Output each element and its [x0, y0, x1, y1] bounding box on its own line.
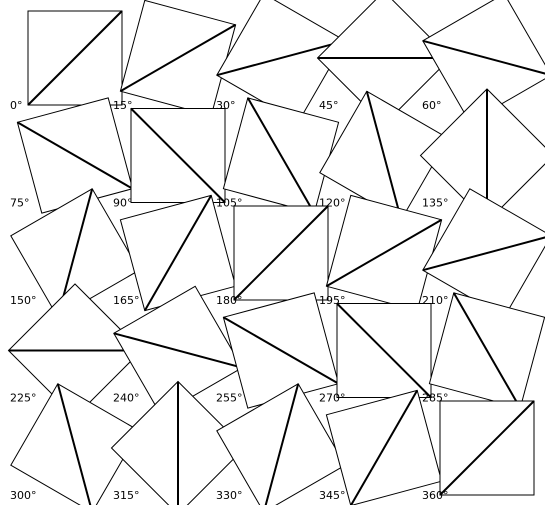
rotated-square-tile — [16, 97, 134, 214]
square-diagonal — [365, 91, 403, 220]
square-diagonal — [222, 316, 340, 385]
angle-label: 195° — [319, 294, 346, 307]
square-diagonal — [119, 23, 237, 93]
rotated-square-tile — [428, 292, 545, 409]
angle-label: 240° — [113, 392, 140, 405]
angle-label: 210° — [422, 294, 449, 307]
square-diagonal — [325, 218, 443, 288]
angle-label: 180° — [216, 294, 243, 307]
angle-label: 270° — [319, 392, 346, 405]
angle-label: 15° — [113, 99, 133, 112]
angle-label: 105° — [216, 197, 243, 210]
angle-label: 285° — [422, 392, 449, 405]
square-diagonal — [264, 383, 300, 505]
square-diagonal — [16, 121, 134, 190]
square-diagonal — [349, 389, 419, 505]
rotated-square-tile — [119, 0, 237, 117]
square-diagonal — [246, 97, 316, 214]
angle-label: 150° — [10, 294, 37, 307]
rotated-square-tile — [325, 194, 443, 312]
angle-label: 300° — [10, 489, 37, 502]
rotated-square-tile — [325, 389, 443, 505]
square-diagonal — [422, 39, 545, 75]
rotated-square-tile — [422, 188, 545, 318]
square-diagonal — [452, 292, 522, 409]
angle-label: 360° — [422, 489, 449, 502]
rotated-square-tile — [130, 107, 226, 204]
angle-label: 255° — [216, 392, 243, 405]
angle-label: 45° — [319, 99, 339, 112]
angle-label: 75° — [10, 197, 30, 210]
rotated-square-tile — [10, 383, 140, 505]
rotated-square-tile — [233, 205, 329, 301]
square-diagonal — [336, 302, 432, 399]
angle-label: 135° — [422, 197, 449, 210]
square-diagonal — [56, 383, 92, 505]
square-diagonal — [27, 10, 123, 106]
rotated-square-tile — [27, 10, 123, 106]
square-diagonal — [233, 205, 329, 301]
rotated-square-tile — [222, 292, 340, 409]
angle-label: 225° — [10, 392, 37, 405]
square-diagonal — [422, 236, 545, 272]
rotated-square-tile — [7, 283, 143, 418]
square-outline — [419, 88, 545, 223]
angle-label: 0° — [10, 99, 23, 112]
angle-label: 90° — [113, 197, 133, 210]
angle-label: 30° — [216, 99, 236, 112]
square-diagonal — [130, 107, 226, 204]
angle-label: 345° — [319, 489, 346, 502]
angle-label: 120° — [319, 197, 346, 210]
angle-label: 330° — [216, 489, 243, 502]
angle-label: 165° — [113, 294, 140, 307]
rotated-square-tile — [113, 285, 243, 416]
rotated-square-tile — [222, 97, 340, 214]
rotated-square-tile — [319, 90, 449, 221]
rotated-square-tile — [336, 302, 432, 399]
square-diagonal — [216, 39, 346, 77]
square-diagonal — [113, 332, 243, 369]
angle-label: 60° — [422, 99, 442, 112]
square-diagonal — [143, 194, 213, 312]
square-diagonal — [439, 400, 535, 496]
rotated-square-tile — [216, 0, 346, 123]
angle-label: 315° — [113, 489, 140, 502]
rotated-square-tile — [439, 400, 535, 496]
